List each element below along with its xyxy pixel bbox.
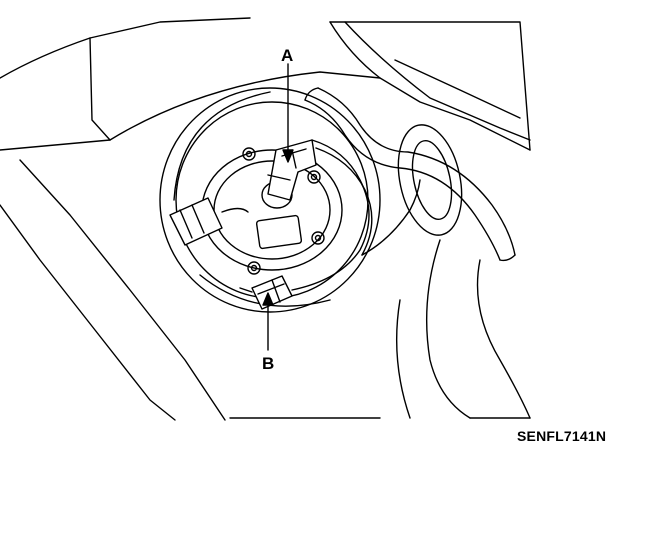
grommet	[397, 124, 463, 236]
pump-opening-ring	[159, 87, 381, 313]
wiring-harness	[291, 139, 421, 291]
callout-a-label: A	[281, 46, 293, 65]
pump-flange-plate	[201, 149, 343, 271]
callout-b-label: B	[262, 354, 274, 373]
floor-panel	[0, 17, 531, 421]
connector-b	[239, 275, 293, 310]
side-connector	[169, 197, 249, 246]
lower-body	[395, 239, 531, 419]
leader-line-b	[262, 292, 274, 351]
fuel-hose	[304, 87, 516, 262]
figure-code: SENFL7141N	[517, 428, 607, 444]
connector-a	[267, 139, 317, 201]
mounting-bolts	[242, 147, 325, 275]
leader-line-a	[282, 63, 294, 163]
